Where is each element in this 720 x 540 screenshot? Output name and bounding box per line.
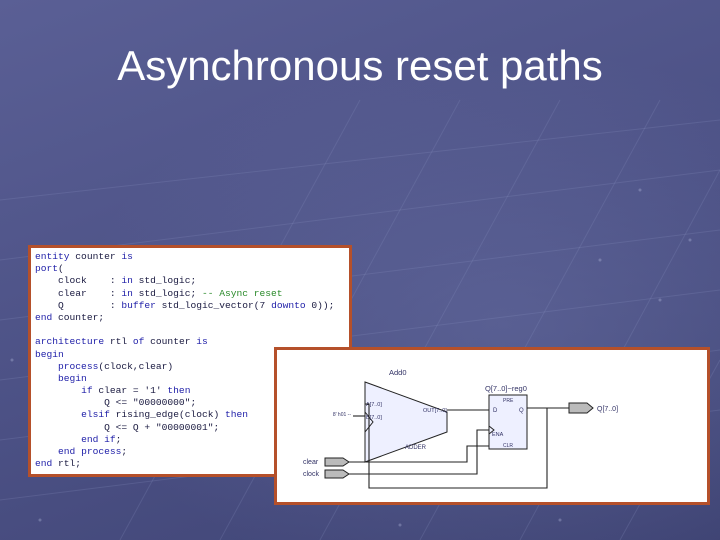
clock-input-label: clock [303,471,319,478]
code-line: entity counter is [35,251,133,262]
schematic-panel: Add0 A[7..0] B[7..0] OUT[7..0] ADDER 8' … [274,347,710,505]
adder-name-label: Add0 [389,368,407,377]
clear-input-label: clear [303,459,319,466]
clear-input-pin [324,457,350,467]
adder-port-out-label: OUT[7..0] [423,408,447,414]
code-line: process(clock,clear) [58,360,174,372]
code-line: port( [35,263,64,275]
output-pin [568,402,594,414]
adder-port-b-label: B[7..0] [366,415,382,421]
code-line: begin [58,372,87,384]
code-line: Q <= "00000000"; [35,397,197,409]
code-line: ​ [35,324,345,336]
adder-port-a-label: A[7..0] [366,402,382,408]
wires [349,403,569,489]
register-ena-label: ENA [492,432,504,438]
adder-block [364,381,448,463]
register-pre-label: PRE [503,398,514,404]
clock-input-pin [324,469,350,479]
schematic-diagram: Add0 A[7..0] B[7..0] OUT[7..0] ADDER 8' … [303,368,618,489]
code-line: Q : buffer std_logic_vector(7 downto 0))… [35,299,335,311]
code-line: begin [35,348,64,360]
constant-input-label: 8' h01 -- [333,412,352,418]
code-line: clock : in std_logic; [35,275,197,287]
output-port-label: Q[7..0] [597,406,618,413]
code-line: end rtl; [35,458,82,470]
code-line: end process; [58,446,128,457]
code-line: elsif rising_edge(clock) then [81,409,249,421]
register-clr-label: CLR [503,443,513,449]
adder-type-label: ADDER [405,445,427,451]
register-block [488,394,528,450]
code-line: if clear = '1' then [81,385,191,397]
slide-title: Asynchronous reset paths [117,42,603,89]
register-name-label: Q[7..0]~reg0 [485,384,527,393]
register-d-label: D [493,408,498,414]
code-line: end counter; [35,311,105,323]
code-line: Q <= Q + "00000001"; [35,421,220,433]
code-line: architecture rtl of counter is [35,336,208,348]
register-q-label: Q [519,408,524,414]
code-line: clear : in std_logic; -- Async reset [35,287,283,299]
code-line: end if; [81,433,122,445]
